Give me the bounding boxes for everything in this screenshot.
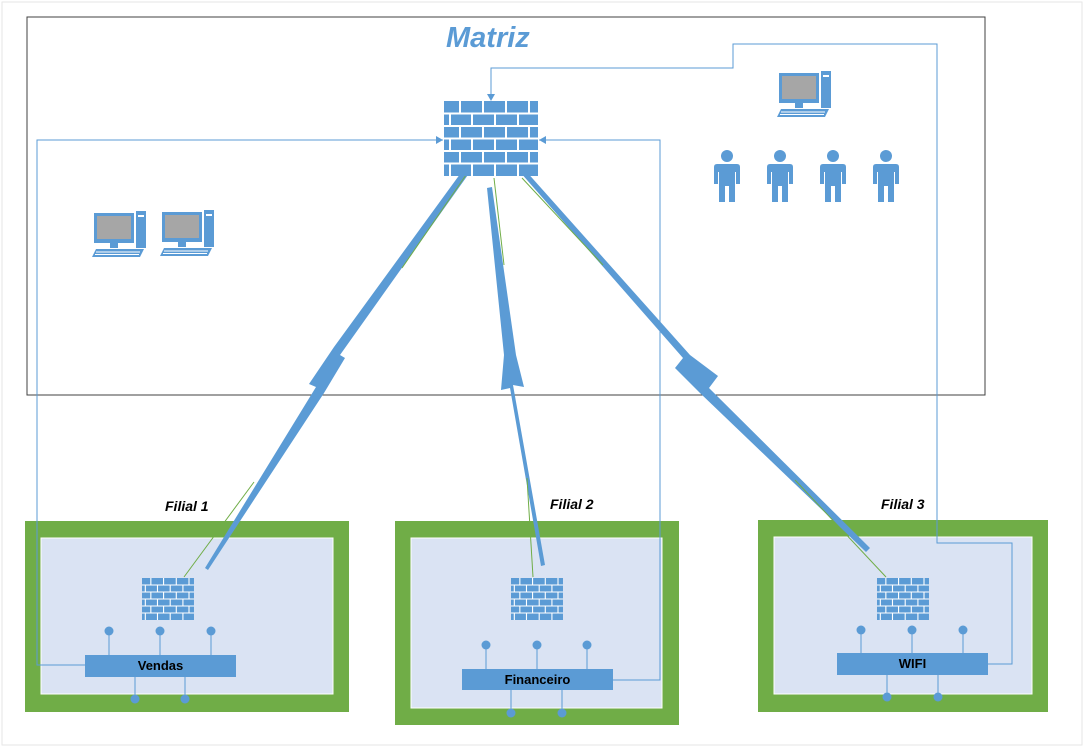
department-label-vendas: Vendas	[137, 658, 184, 673]
green-link-lines	[183, 174, 887, 578]
lightning-link-icon	[205, 170, 470, 570]
switch-bar-financeiro	[462, 640, 613, 718]
lightning-link-icon	[520, 170, 870, 552]
lightning-link-icon	[487, 187, 545, 566]
firewall-icon	[510, 577, 564, 621]
computer-icon	[91, 210, 147, 258]
connector-lines	[36, 43, 1013, 681]
firewall-icon	[141, 577, 195, 621]
switch-bar-vendas	[85, 626, 236, 704]
computer-icon	[159, 209, 215, 257]
branch-3-label: Filial 3	[881, 496, 925, 512]
matriz-title: Matriz	[446, 22, 530, 54]
branch-2-container	[395, 521, 679, 725]
branch-1-label: Filial 1	[165, 498, 209, 514]
department-label-wifi: WIFI	[898, 656, 927, 671]
wan-links	[205, 170, 870, 570]
department-label-financeiro: Financeiro	[504, 672, 571, 687]
computer-icon	[776, 70, 832, 118]
firewall-icon	[876, 577, 930, 621]
arrow-heads	[436, 94, 546, 144]
branch-2-label: Filial 2	[550, 496, 594, 512]
switch-bar-wifi	[837, 625, 988, 702]
firewall-icon	[443, 100, 539, 177]
